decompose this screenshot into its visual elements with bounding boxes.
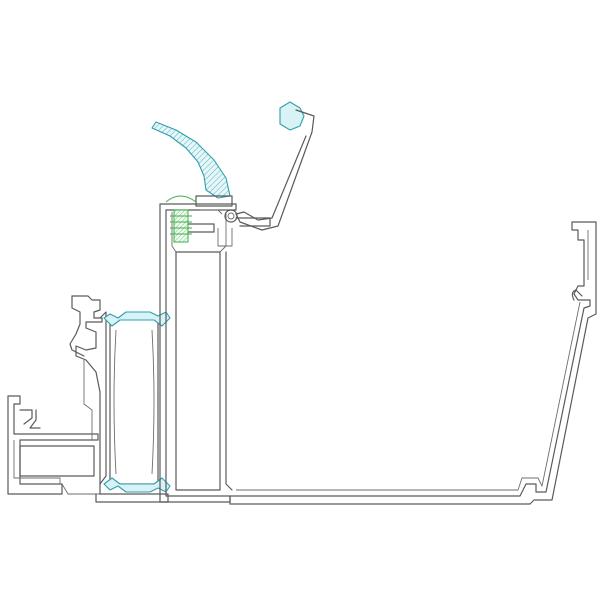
gutter-channel — [225, 221, 597, 505]
window-frame-profile — [7, 295, 169, 503]
cap-flap — [151, 121, 233, 215]
mullion-tube — [159, 203, 237, 503]
hinged-cover-arm — [224, 101, 315, 231]
fixing-screw — [165, 195, 197, 243]
